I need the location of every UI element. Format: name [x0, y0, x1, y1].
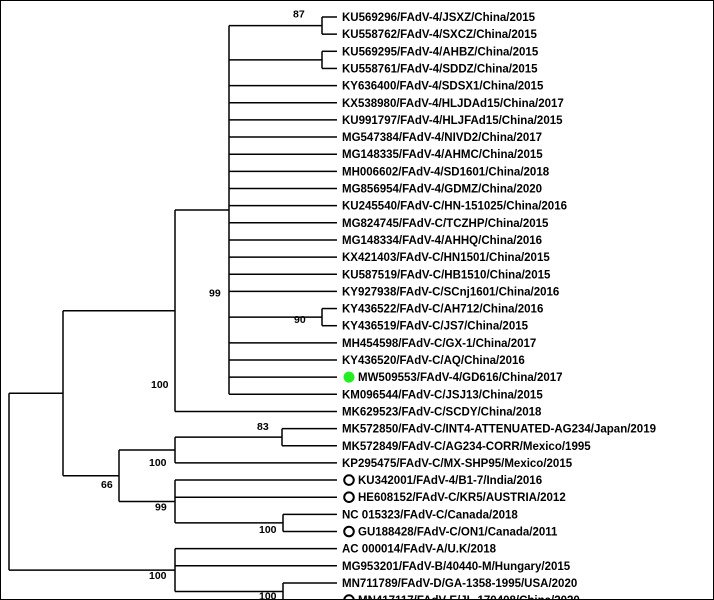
support-value: 66: [101, 479, 113, 491]
leaf-label: MH454598/FAdV-C/GX-1/China/2017: [342, 338, 536, 350]
leaf-label: KU245540/FAdV-C/HN-151025/China/2016: [342, 201, 567, 213]
support-value: 100: [259, 591, 277, 599]
leaf-label: HE608152/FAdV-C/KR5/AUSTRIA/2012: [358, 492, 566, 504]
open-circle-marker-icon: [343, 491, 355, 504]
leaf-label: MK629523/FAdV-C/SCDY/China/2018: [342, 406, 542, 418]
leaf-label: KX421403/FAdV-C/HN1501/China/2015: [342, 252, 550, 264]
open-circle-marker-icon: [343, 474, 355, 486]
leaf-label: AC 000014/FAdV-A/U.K/2018: [342, 544, 497, 556]
leaf-label: KU558762/FAdV-4/SXCZ/China/2015: [342, 29, 538, 41]
leaf-label: KU569296/FAdV-4/JSXZ/China/2015: [342, 12, 536, 24]
leaf-label: KU558761/FAdV-4/SDDZ/China/2015: [342, 63, 538, 75]
leaf-label: KY436522/FAdV-C/AH712/China/2016: [342, 304, 543, 316]
leaf-label: MG824745/FAdV-C/TCZHP/China/2015: [342, 218, 549, 230]
open-circle-marker-icon: [343, 594, 355, 599]
leaf-label: KU569295/FAdV-4/AHBZ/China/2015: [342, 46, 539, 58]
support-value: 83: [257, 421, 269, 433]
leaf-label: MH006602/FAdV-4/SD1601/China/2018: [342, 166, 550, 178]
support-value: 100: [151, 379, 169, 391]
leaf-label: KY436519/FAdV-C/JS7/China/2015: [342, 321, 529, 333]
leaf-label: KX538980/FAdV-4/HLJDAd15/China/2017: [342, 98, 564, 110]
leaf-label: KU991797/FAdV-4/HLJFAd15/China/2015: [342, 115, 563, 127]
leaf-label: MN711789/FAdV-D/GA-1358-1995/USA/2020: [342, 578, 577, 590]
support-value: 87: [293, 9, 305, 21]
leaf-label: KU587519/FAdV-C/HB1510/China/2015: [342, 269, 551, 281]
filled-circle-marker-icon: [343, 371, 355, 383]
support-value: 100: [149, 457, 167, 469]
leaf-label: KY636400/FAdV-4/SDSX1/China/2015: [342, 81, 544, 93]
support-value: 90: [294, 314, 306, 326]
leaf-label: KP295475/FAdV-C/MX-SHP95/Mexico/2015: [342, 458, 573, 470]
support-value: 100: [259, 524, 277, 536]
open-circle-marker-icon: [343, 525, 355, 538]
leaf-label: KY927938/FAdV-C/SCnj1601/China/2016: [342, 286, 559, 298]
leaf-label: MG148334/FAdV-4/AHHQ/China/2016: [342, 235, 542, 247]
leaf-label: MG547384/FAdV-4/NIVD2/China/2017: [342, 132, 542, 144]
leaf-label: KY436520/FAdV-C/AQ/China/2016: [342, 355, 525, 367]
leaf-label: MW509553/FAdV-4/GD616/China/2017: [358, 372, 563, 384]
leaf-label: GU188428/FAdV-C/ON1/Canada/2011: [358, 527, 558, 539]
leaf-label: MK572849/FAdV-C/AG234-CORR/Mexico/1995: [342, 441, 591, 453]
support-value: 99: [209, 288, 221, 300]
leaf-label: KM096544/FAdV-C/JSJ13/China/2015: [342, 389, 543, 401]
leaf-label: MG953201/FAdV-B/40440-M/Hungary/2015: [342, 561, 571, 573]
leaf-label: KU342001/FAdV-4/B1-7/India/2016: [358, 475, 542, 487]
support-value: 99: [155, 501, 167, 513]
leaf-label: NC 015323/FAdV-C/Canada/2018: [342, 509, 518, 521]
leaf-label: MG148335/FAdV-4/AHMC/China/2015: [342, 149, 543, 161]
leaf-label: MN417117/FAdV-E/JL-170408/China/2020: [358, 595, 580, 599]
leaf-label: MK572850/FAdV-C/INT4-ATTENUATED-AG234/Ja…: [342, 424, 656, 436]
support-value: 100: [149, 570, 167, 582]
leaf-label: MG856954/FAdV-4/GDMZ/China/2020: [342, 184, 542, 196]
